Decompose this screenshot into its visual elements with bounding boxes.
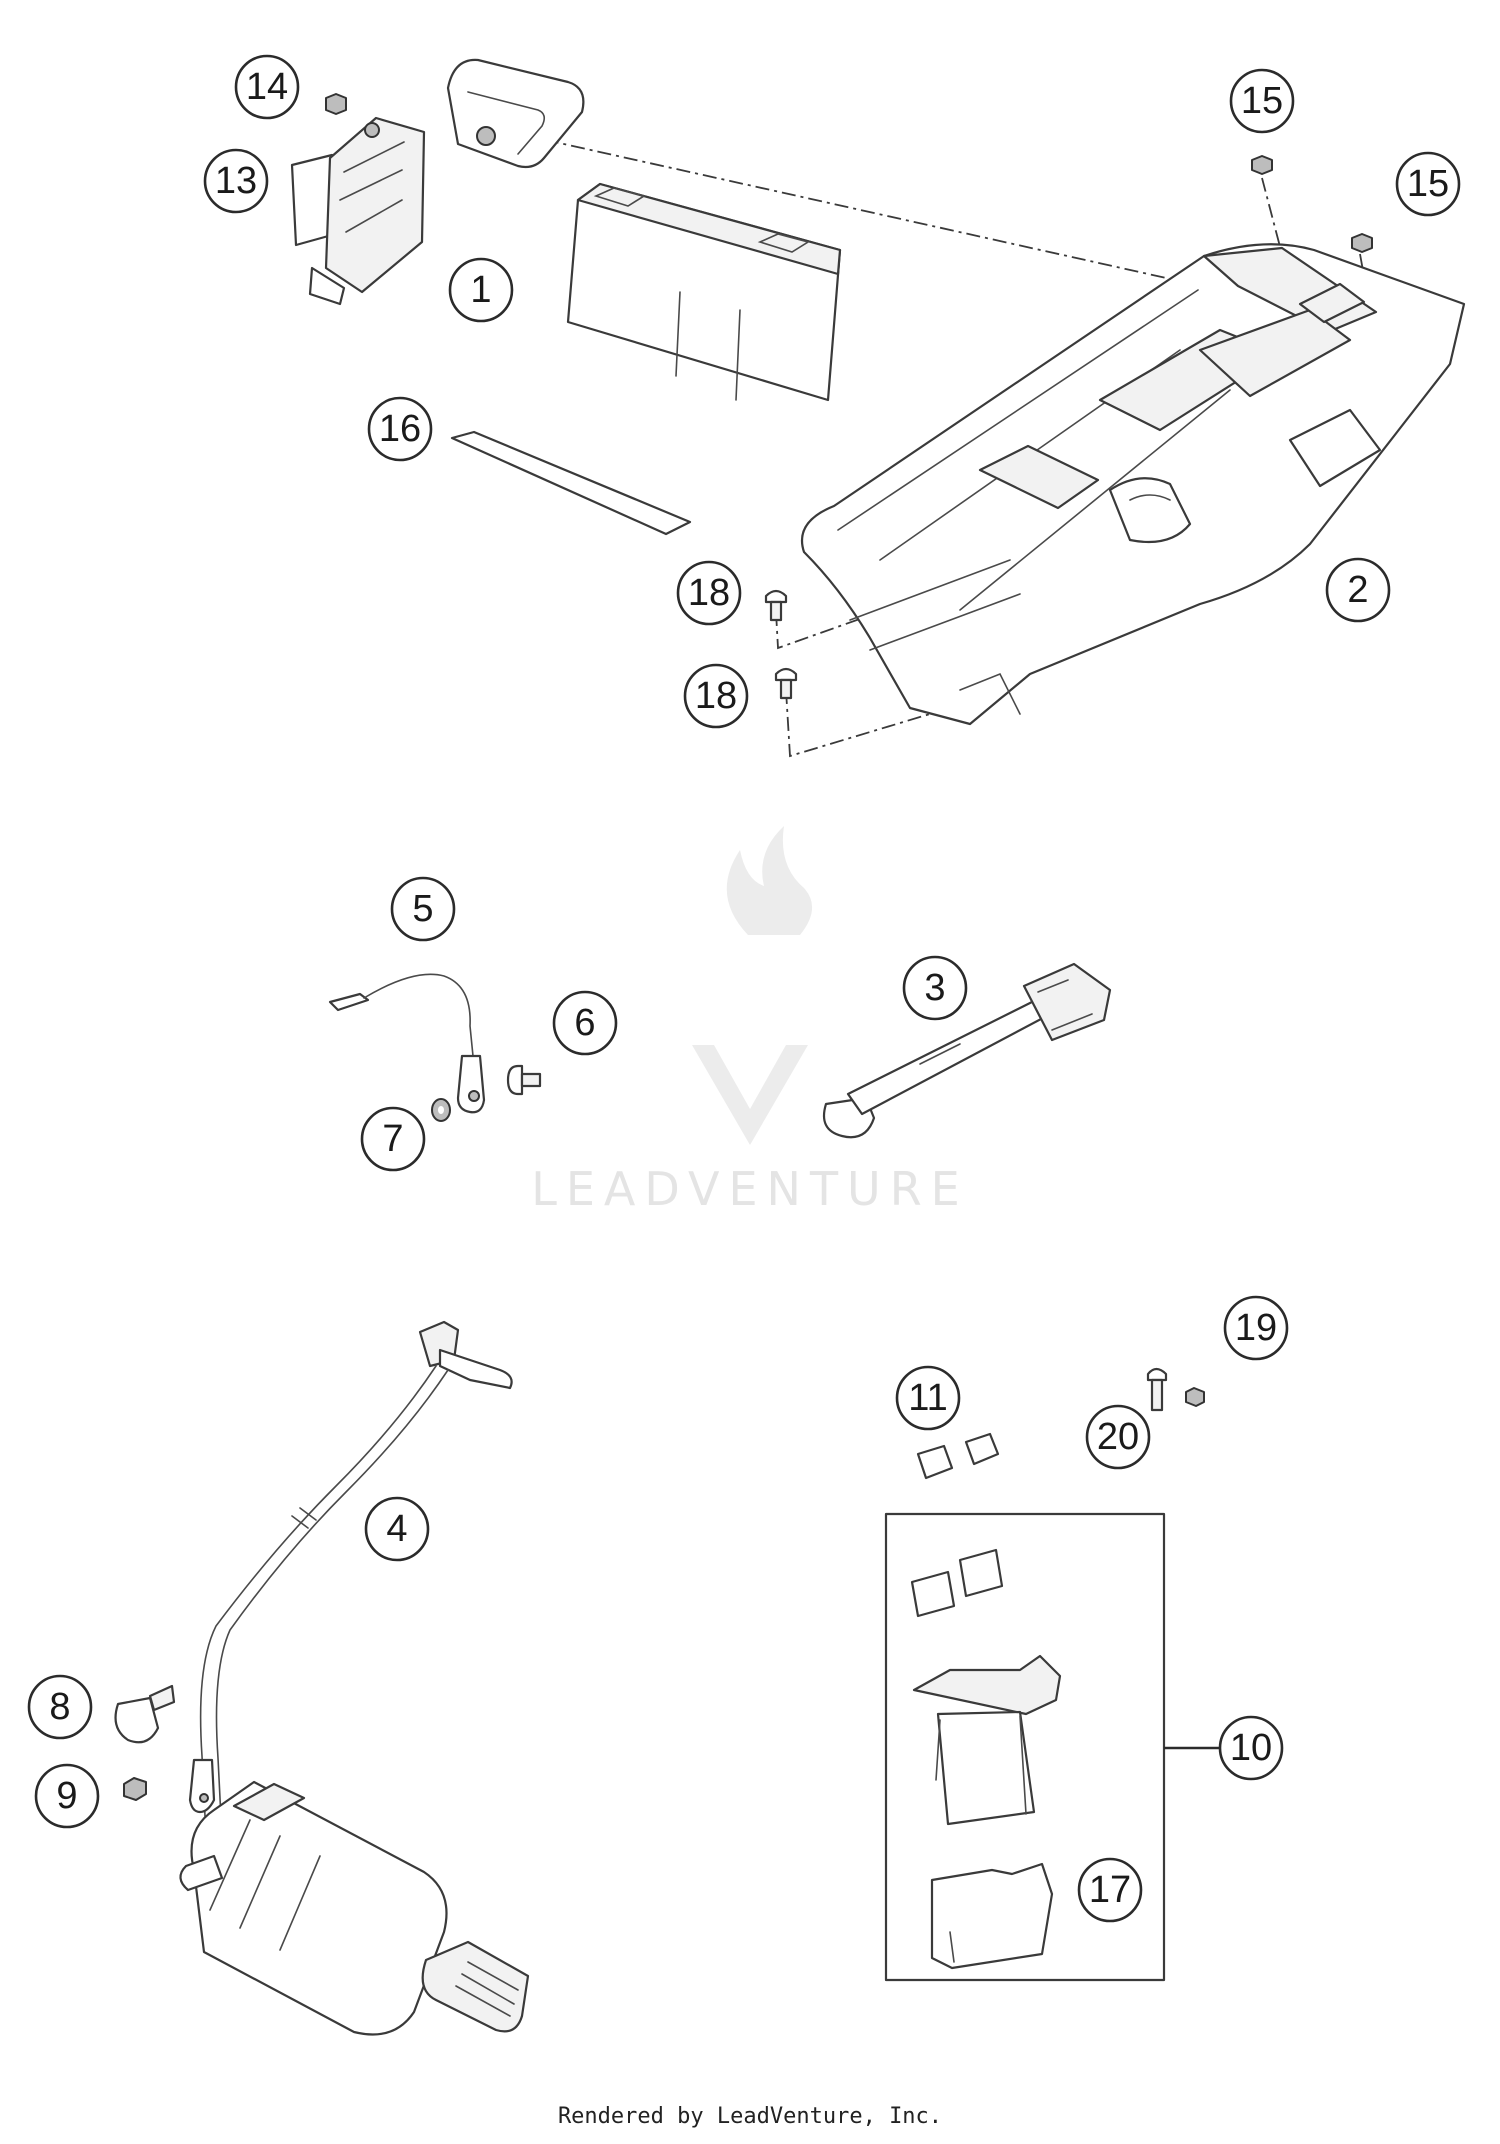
nut-14 [325, 93, 347, 115]
callout-20: 20 [1085, 1404, 1151, 1470]
svg-text:17: 17 [1089, 1869, 1131, 1911]
svg-text:10: 10 [1230, 1727, 1272, 1769]
starter-cable-4 [188, 1320, 513, 1839]
washer-7 [431, 1098, 451, 1122]
battery-holder-2 [800, 243, 1466, 726]
leader-line-14-15 [491, 127, 1293, 307]
screw-18b [774, 667, 798, 700]
boot-8 [114, 1684, 176, 1744]
callout-4: 4 [364, 1496, 430, 1562]
footer-credit: Rendered by LeadVenture, Inc. [557, 2104, 943, 2129]
callout-7: 7 [360, 1106, 426, 1172]
svg-text:7: 7 [382, 1118, 403, 1160]
svg-text:4: 4 [386, 1508, 407, 1550]
relay-bracket-13 [290, 116, 426, 306]
callout-9: 9 [34, 1763, 100, 1829]
caps-11 [916, 1432, 1000, 1480]
watermark-text: LEADVENTURE [531, 1162, 969, 1216]
svg-text:11: 11 [908, 1377, 947, 1419]
starter-motor [179, 1780, 530, 2036]
callout-18-a: 18 [676, 560, 742, 626]
sensor-bracket [446, 58, 585, 169]
nut-15b [1351, 233, 1373, 253]
callout-18-b: 18 [683, 663, 749, 729]
nut-19 [1185, 1387, 1205, 1407]
leader-line-18b [785, 689, 991, 758]
callout-3: 3 [902, 955, 968, 1021]
svg-text:9: 9 [56, 1775, 77, 1817]
cable-3 [822, 962, 1112, 1139]
nut-15a [1251, 155, 1273, 175]
svg-text:5: 5 [412, 888, 433, 930]
callout-10: 10 [1218, 1715, 1284, 1781]
svg-text:15: 15 [1241, 80, 1283, 122]
svg-text:14: 14 [246, 66, 288, 108]
screw-18a [764, 589, 788, 622]
callout-13: 13 [203, 148, 269, 214]
svg-text:2: 2 [1347, 569, 1368, 611]
ground-cable-5 [328, 973, 486, 1114]
svg-text:1: 1 [470, 269, 491, 311]
svg-text:8: 8 [49, 1686, 70, 1728]
callout-5: 5 [390, 876, 456, 942]
svg-text:18: 18 [688, 572, 730, 614]
callout-15-b: 15 [1395, 151, 1461, 217]
callout-11: 11 [895, 1365, 961, 1431]
battery-pad-16 [450, 430, 692, 536]
svg-text:6: 6 [574, 1002, 595, 1044]
callout-8: 8 [27, 1674, 93, 1740]
callout-6: 6 [552, 990, 618, 1056]
svg-text:18: 18 [695, 675, 737, 717]
callout-14: 14 [234, 54, 300, 120]
svg-text:13: 13 [215, 160, 257, 202]
callout-19: 19 [1223, 1295, 1289, 1361]
svg-text:3: 3 [924, 967, 945, 1009]
nut-9 [123, 1777, 147, 1801]
battery-1 [566, 182, 842, 402]
svg-text:16: 16 [379, 408, 421, 450]
callout-17: 17 [1077, 1857, 1143, 1923]
svg-text:20: 20 [1097, 1416, 1139, 1458]
screw-6 [506, 1064, 542, 1096]
callout-16: 16 [367, 396, 433, 462]
svg-text:19: 19 [1235, 1307, 1277, 1349]
watermark: LEADVENTURE [531, 826, 969, 1216]
screw-20 [1146, 1367, 1168, 1412]
callout-15-a: 15 [1229, 68, 1295, 134]
callout-1: 1 [448, 257, 514, 323]
callout-2: 2 [1325, 557, 1391, 623]
svg-text:15: 15 [1407, 163, 1449, 205]
